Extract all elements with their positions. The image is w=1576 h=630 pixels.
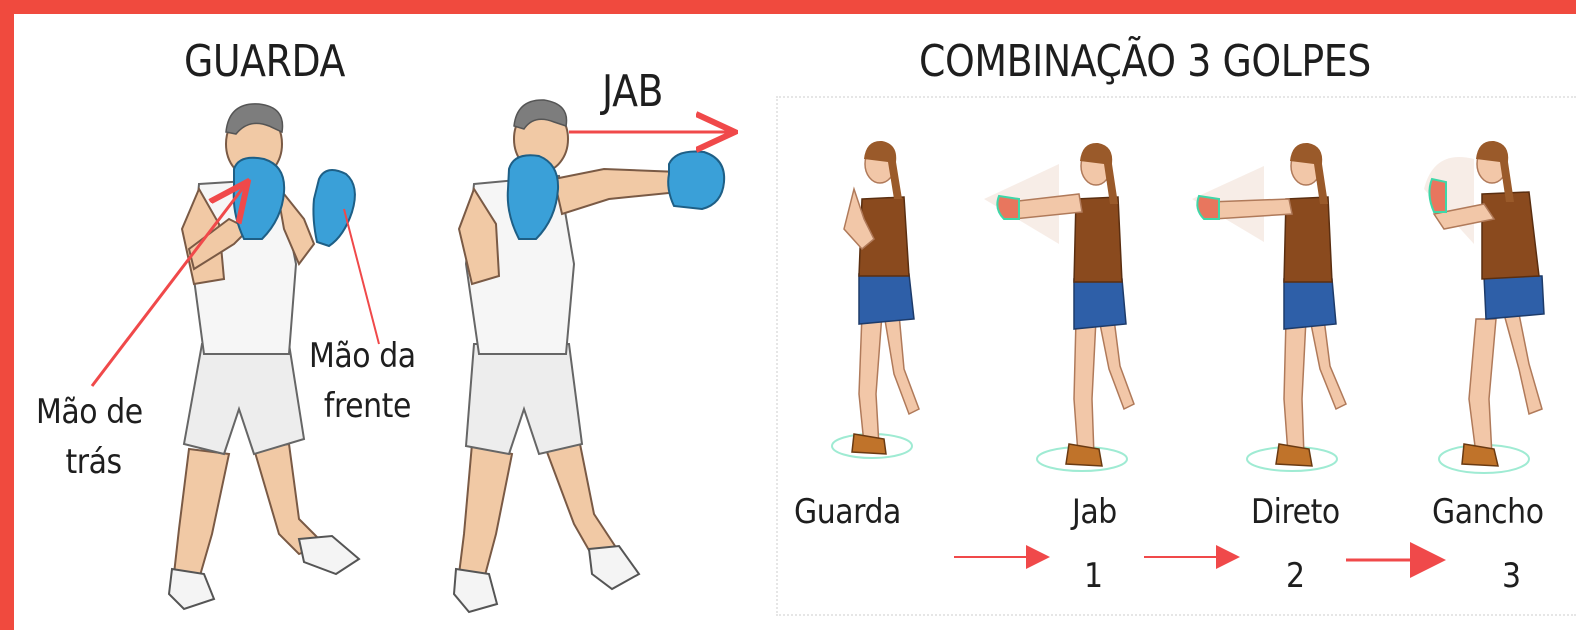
jab-title: JAB <box>602 66 663 117</box>
guard-title: GUARDA <box>184 36 345 87</box>
jab-boxer-figure <box>454 100 724 612</box>
woman-cross-figure <box>1192 143 1346 471</box>
front-hand-label-line2: frente <box>319 386 416 426</box>
illustration-layer <box>14 14 1576 630</box>
rear-hand-label-line2: trás <box>54 442 133 482</box>
step-cross-label: Direto <box>1251 492 1340 532</box>
step-guard-label: Guarda <box>794 492 901 532</box>
step-jab-number: 1 <box>1084 556 1103 596</box>
boxing-diagram: GUARDA JAB COMBINAÇÃO 3 GOLPES Mão de tr… <box>14 14 1576 630</box>
step-hook-number: 3 <box>1502 556 1521 596</box>
front-hand-label-line1: Mão da <box>309 336 415 376</box>
step-jab-label: Jab <box>1072 492 1117 532</box>
woman-guard-figure <box>832 141 919 458</box>
step-cross-number: 2 <box>1286 556 1305 596</box>
front-hand-pointer <box>344 209 379 344</box>
step-hook-label: Gancho <box>1432 492 1544 532</box>
rear-hand-label-line1: Mão de <box>36 392 142 432</box>
woman-jab-figure <box>984 143 1134 471</box>
woman-hook-figure <box>1424 141 1544 473</box>
combo-title: COMBINAÇÃO 3 GOLPES <box>919 36 1371 87</box>
